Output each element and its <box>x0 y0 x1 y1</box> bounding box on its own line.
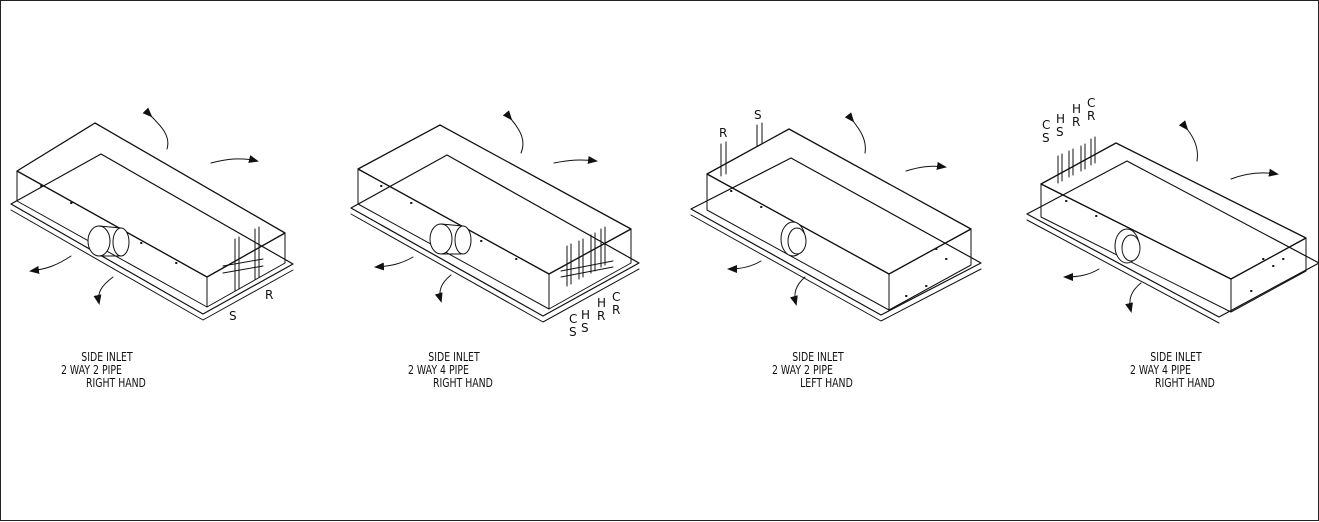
caption-line: 2 WAY 4 PIPE <box>408 363 469 377</box>
unit-3-drawing: R S <box>690 108 982 322</box>
pipe-stubs <box>560 226 614 287</box>
caption-line: RIGHT HAND <box>85 376 146 390</box>
caption-line: LEFT HAND <box>800 376 853 390</box>
caption-line: 2 WAY 4 PIPE <box>1130 363 1191 377</box>
caption-line: SIDE INLET <box>81 350 133 364</box>
pipe-stubs <box>1057 136 1096 184</box>
caption-line: 2 WAY 2 PIPE <box>772 363 833 377</box>
unit-3-caption: SIDE INLET 2 WAY 2 PIPE LEFT HAND <box>772 351 853 390</box>
pipe-label: S <box>754 108 762 122</box>
unit-2-caption: SIDE INLET 2 WAY 4 PIPE RIGHT HAND <box>408 351 493 390</box>
caption-line: RIGHT HAND <box>1154 376 1215 390</box>
pipe-stubs <box>720 122 763 177</box>
unit-1-drawing: S R <box>10 107 294 323</box>
caption-line: SIDE INLET <box>792 350 844 364</box>
pipe-label: R <box>265 288 273 302</box>
caption-line: SIDE INLET <box>1150 350 1202 364</box>
caption-line: SIDE INLET <box>428 350 480 364</box>
rivet-dots <box>380 185 518 260</box>
caption-line: RIGHT HAND <box>432 376 493 390</box>
rivet-dots <box>40 185 178 264</box>
caption-line: 2 WAY 2 PIPE <box>61 363 122 377</box>
rivet-dots <box>1065 200 1285 292</box>
pipe-label: S <box>229 309 237 323</box>
pipe-stubs <box>222 226 264 292</box>
unit-4-caption: SIDE INLET 2 WAY 4 PIPE RIGHT HAND <box>1130 351 1215 390</box>
rivet-dots <box>730 190 948 297</box>
unit-1-caption: SIDE INLET 2 WAY 2 PIPE RIGHT HAND <box>61 351 146 390</box>
pipe-label: R <box>719 126 727 140</box>
